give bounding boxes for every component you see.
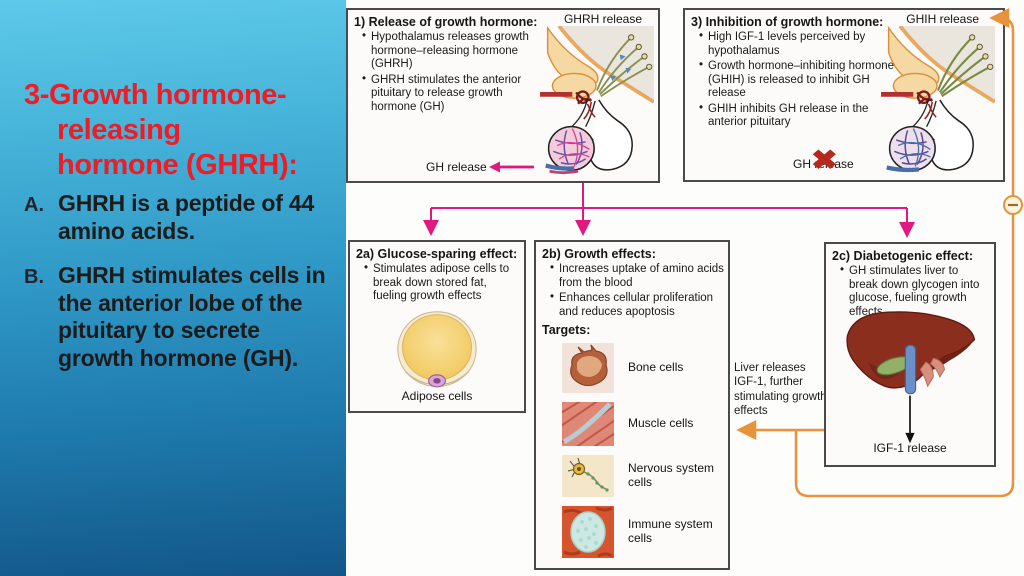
- bullet-item: High IGF-1 levels perceived by hypothala…: [699, 30, 909, 58]
- bullet-item: Stimulates adipose cells to break down s…: [364, 262, 520, 304]
- pituitary-illustration: [881, 26, 995, 173]
- slide-title-line2: releasing: [57, 113, 181, 146]
- target-row-bone: Bone cells: [562, 343, 726, 393]
- target-row-muscle: Muscle cells: [562, 402, 726, 446]
- slide-title-line3: hormone (GHRH):: [57, 148, 298, 181]
- bullet-item: Increases uptake of amino acids from the…: [550, 262, 728, 290]
- gh-release-row: GH release: [426, 160, 535, 174]
- bullet-item: GHIH inhibits GH release in the anterior…: [699, 102, 909, 130]
- targets-list: Bone cells Muscle cells: [562, 343, 726, 558]
- gh-release-label: GH release: [426, 160, 487, 174]
- bone-cells-thumbnail: [562, 343, 614, 393]
- target-row-nervous: Nervous system cells: [562, 455, 726, 497]
- minus-feedback-icon: [1003, 195, 1023, 215]
- bullet-item: Growth hormone–inhibiting hormone (GHIH)…: [699, 59, 909, 101]
- pink-arrow-icon: [488, 161, 534, 173]
- box-2b-growth-effects: 2b) Growth effects: Increases uptake of …: [534, 240, 730, 570]
- box-1-release-of-gh: 1) Release of growth hormone: Hypothalam…: [346, 8, 660, 183]
- bullet-item: Hypothalamus releases growth hormone–rel…: [362, 30, 544, 72]
- box-title: 2a) Glucose-sparing effect:: [356, 247, 518, 261]
- target-label: Immune system cells: [628, 517, 713, 545]
- point-marker: B.: [24, 266, 44, 289]
- gh-release-connectors: [423, 183, 915, 238]
- ghrh-release-label: GHRH release: [563, 12, 642, 26]
- box-3-inhibition-of-gh: 3) Inhibition of growth hormone: High IG…: [683, 8, 1005, 182]
- box-bullet-list: Increases uptake of amino acids from the…: [550, 262, 728, 319]
- box-2c-diabetogenic: 2c) Diabetogenic effect: GH stimulates l…: [824, 242, 996, 467]
- left-text-panel: 3-Growth hormone- releasing hormone (GHR…: [0, 0, 346, 576]
- liver-igf1-note: Liver releases IGF-1, further stimulatin…: [734, 362, 827, 418]
- figure-area: 1) Release of growth hormone: Hypothalam…: [346, 0, 1024, 576]
- box-bullet-list: Stimulates adipose cells to break down s…: [364, 262, 520, 304]
- adipose-cell-illustration: [397, 311, 477, 388]
- target-label: Nervous system cells: [628, 461, 715, 489]
- box-title: 2c) Diabetogenic effect:: [832, 249, 974, 263]
- point-item-a: A. GHRH is a peptide of 44 amino acids.: [24, 190, 340, 245]
- box-title: 1) Release of growth hormone:: [354, 15, 538, 29]
- point-item-b: B. GHRH stimulates cells in the anterior…: [24, 262, 340, 372]
- nervous-system-cells-thumbnail: [562, 455, 614, 497]
- immune-system-cells-thumbnail: [562, 506, 614, 558]
- pituitary-illustration: [540, 26, 654, 175]
- red-x-icon: ✖: [810, 145, 838, 175]
- point-marker: A.: [24, 194, 44, 216]
- target-label: Bone cells: [628, 360, 684, 375]
- slide-title-line1: 3-Growth hormone-: [24, 79, 287, 111]
- point-text: GHRH stimulates cells in the anterior lo…: [58, 262, 326, 371]
- box-title: 2b) Growth effects:: [542, 247, 656, 261]
- muscle-cells-thumbnail: [562, 402, 614, 446]
- slide-title: 3-Growth hormone- releasing hormone (GHR…: [24, 78, 339, 182]
- ghih-release-label: GHIH release: [906, 12, 979, 26]
- bullet-item: Enhances cellular proliferation and redu…: [550, 291, 728, 319]
- box-bullet-list: High IGF-1 levels perceived by hypothala…: [699, 30, 909, 130]
- point-text: GHRH is a peptide of 44 amino acids.: [58, 190, 315, 244]
- point-list: A. GHRH is a peptide of 44 amino acids. …: [24, 190, 340, 390]
- target-label: Muscle cells: [628, 416, 694, 431]
- target-row-immune: Immune system cells: [562, 506, 726, 558]
- box-bullet-list: Hypothalamus releases growth hormone–rel…: [362, 30, 544, 115]
- adipose-caption: Adipose cells: [401, 389, 473, 403]
- liver-illustration: [846, 311, 976, 444]
- bullet-item: GHRH stimulates the anterior pituitary t…: [362, 73, 544, 115]
- igf1-release-label: IGF-1 release: [873, 441, 947, 455]
- box-2a-glucose-sparing: 2a) Glucose-sparing effect: Stimulates a…: [348, 240, 526, 413]
- targets-label: Targets:: [542, 323, 591, 337]
- gh-blocked-row: GH release ✖: [793, 147, 854, 174]
